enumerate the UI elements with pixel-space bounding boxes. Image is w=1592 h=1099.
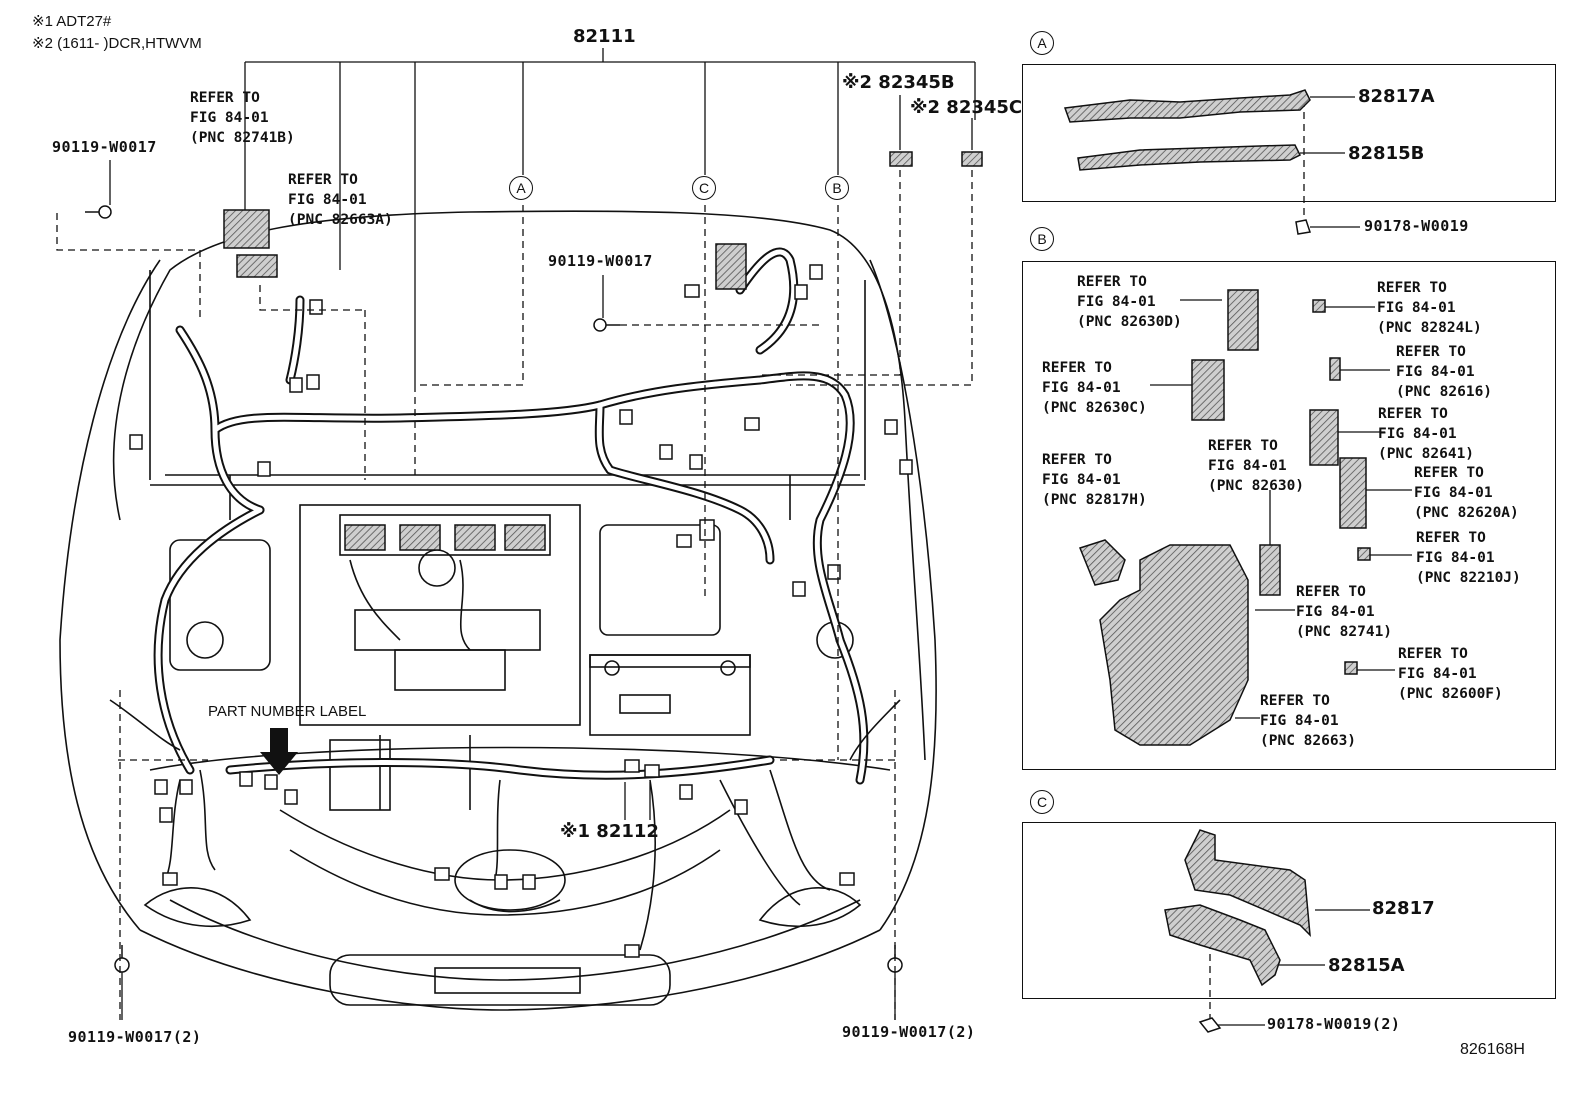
harness-branches [109, 559, 901, 951]
callout-a: A [509, 176, 533, 200]
bolt-label-center: 90119-W0017 [548, 252, 653, 270]
detail-c-parts [1164, 829, 1311, 1033]
harness-connectors [129, 264, 913, 958]
harness-main-label: 82111 [573, 26, 636, 47]
bolt-label-bottom-right: 90119-W0017(2) [842, 1023, 976, 1041]
bolt-label-left-top: 90119-W0017 [52, 138, 157, 156]
detail-b-ref-82630d: REFER TO FIG 84-01 (PNC 82630D) [1077, 274, 1182, 330]
detail-b-box [1022, 261, 1556, 770]
detail-c-clip: 90178-W0019(2) [1267, 1015, 1401, 1033]
detail-b-ref-82630c: REFER TO FIG 84-01 (PNC 82630C) [1042, 360, 1147, 416]
vehicle-body-outline [59, 210, 937, 1011]
detail-b-ref-82616: REFER TO FIG 84-01 (PNC 82616) [1396, 344, 1493, 400]
note-1: ※1 ADT27# [32, 13, 112, 30]
detail-b-marker: B [1030, 227, 1054, 251]
solid-leaders [109, 48, 1412, 1026]
part-82345b-label: ※2 82345B [842, 72, 955, 93]
harness-sub-label: ※1 82112 [560, 821, 659, 842]
dashed-leaders [56, 100, 1305, 1020]
ref-82741b: REFER TO FIG 84-01 (PNC 82741B) [190, 90, 295, 146]
detail-a-part1: 82817A [1358, 86, 1435, 107]
harness-inner [155, 249, 867, 783]
detail-b-ref-82824l: REFER TO FIG 84-01 (PNC 82824L) [1377, 280, 1482, 336]
harness-blocks [223, 151, 983, 551]
detail-b-ref-82620a: REFER TO FIG 84-01 (PNC 82620A) [1414, 465, 1519, 521]
figure-id: 826168H [1460, 1041, 1525, 1058]
bolt-label-bottom-left: 90119-W0017(2) [68, 1028, 202, 1046]
part-82345c-label: ※2 82345C [910, 97, 1023, 118]
detail-a-parts [1063, 89, 1311, 235]
detail-b-ref-82630: REFER TO FIG 84-01 (PNC 82630) [1208, 438, 1305, 494]
detail-a-box [1022, 64, 1556, 202]
detail-b-parts [1079, 289, 1371, 746]
detail-a-part2: 82815B [1348, 143, 1425, 164]
detail-b-ref-82641: REFER TO FIG 84-01 (PNC 82641) [1378, 406, 1475, 462]
detail-a-marker: A [1030, 31, 1054, 55]
bolts [85, 205, 903, 973]
harness-outer [153, 247, 869, 785]
detail-c-box [1022, 822, 1556, 999]
detail-b-ref-82663: REFER TO FIG 84-01 (PNC 82663) [1260, 693, 1357, 749]
part-number-label-text: PART NUMBER LABEL [208, 703, 367, 720]
detail-c-part2: 82815A [1328, 955, 1405, 976]
callout-b: B [825, 176, 849, 200]
detail-b-ref-82741: REFER TO FIG 84-01 (PNC 82741) [1296, 584, 1393, 640]
detail-c-part1: 82817 [1372, 898, 1435, 919]
detail-b-ref-82210j: REFER TO FIG 84-01 (PNC 82210J) [1416, 530, 1521, 586]
detail-c-marker: C [1030, 790, 1054, 814]
ref-82663a: REFER TO FIG 84-01 (PNC 82663A) [288, 172, 393, 228]
detail-b-ref-82600f: REFER TO FIG 84-01 (PNC 82600F) [1398, 646, 1503, 702]
detail-a-clip: 90178-W0019 [1364, 217, 1469, 235]
callout-c: C [692, 176, 716, 200]
note-2: ※2 (1611- )DCR,HTWVM [32, 35, 202, 52]
detail-b-ref-82817h: REFER TO FIG 84-01 (PNC 82817H) [1042, 452, 1147, 508]
part-label-arrow [260, 728, 298, 775]
